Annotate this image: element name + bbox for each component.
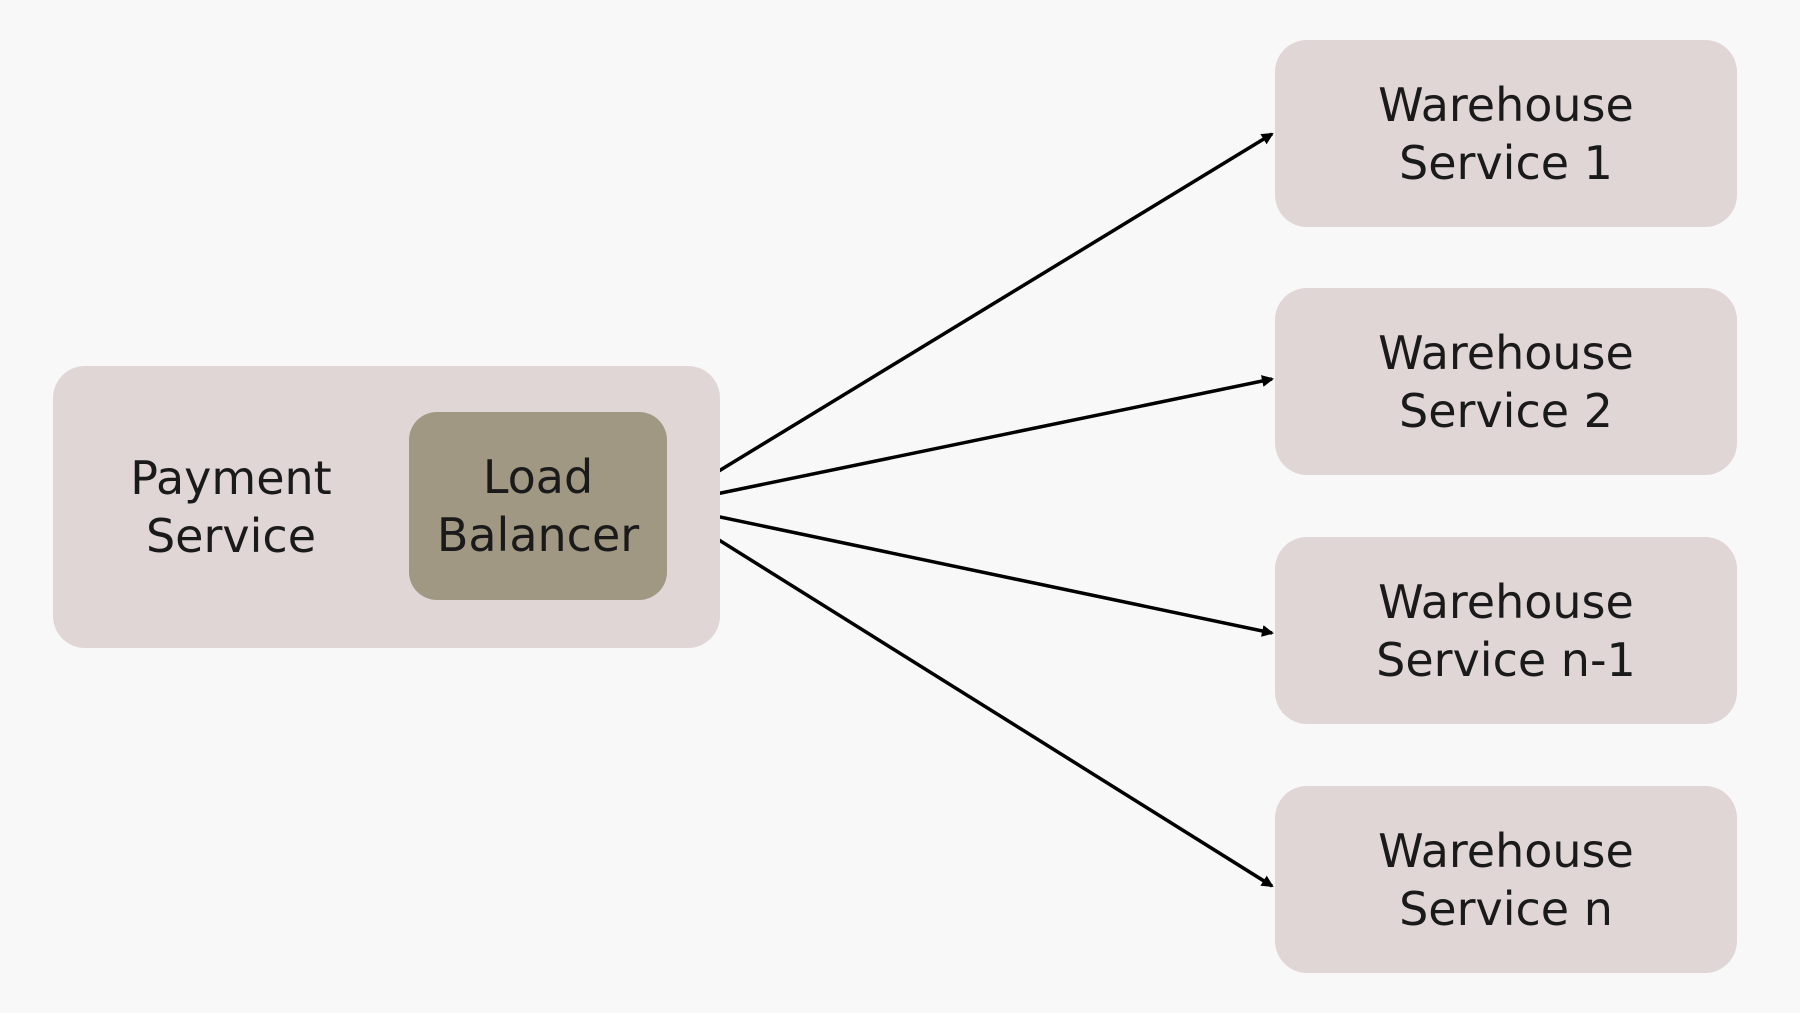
payment-service-line2: Service bbox=[145, 509, 316, 563]
warehouse-service-1-line2: Service 1 bbox=[1399, 135, 1613, 190]
warehouse-service-2-line2: Service 2 bbox=[1399, 383, 1613, 438]
warehouse-service-2-box: Warehouse Service 2 bbox=[1275, 288, 1737, 475]
payment-service-line1: Payment bbox=[130, 451, 332, 505]
arrow-to-warehouse-n-1 bbox=[662, 503, 1274, 637]
warehouse-service-n-box: Warehouse Service n bbox=[1275, 786, 1737, 973]
warehouse-service-n-1-box: Warehouse Service n-1 bbox=[1275, 537, 1737, 724]
payment-service-label: Payment Service bbox=[53, 366, 409, 648]
arrow-to-warehouse-n bbox=[662, 503, 1274, 888]
arrow-to-warehouse-2 bbox=[662, 375, 1274, 507]
load-balancer-line1: Load bbox=[482, 450, 594, 504]
warehouse-service-n-1-line2: Service n-1 bbox=[1376, 632, 1636, 687]
warehouse-service-n-line1: Warehouse bbox=[1378, 823, 1634, 878]
load-balancer-box: Load Balancer bbox=[409, 412, 667, 600]
load-balancer-line2: Balancer bbox=[436, 508, 640, 562]
warehouse-service-n-1-line1: Warehouse bbox=[1378, 574, 1634, 629]
warehouse-service-1-box: Warehouse Service 1 bbox=[1275, 40, 1737, 227]
warehouse-service-2-line1: Warehouse bbox=[1378, 325, 1634, 380]
warehouse-service-n-line2: Service n bbox=[1399, 881, 1613, 936]
warehouse-service-1-line1: Warehouse bbox=[1378, 77, 1634, 132]
arrow-to-warehouse-1 bbox=[662, 132, 1274, 507]
